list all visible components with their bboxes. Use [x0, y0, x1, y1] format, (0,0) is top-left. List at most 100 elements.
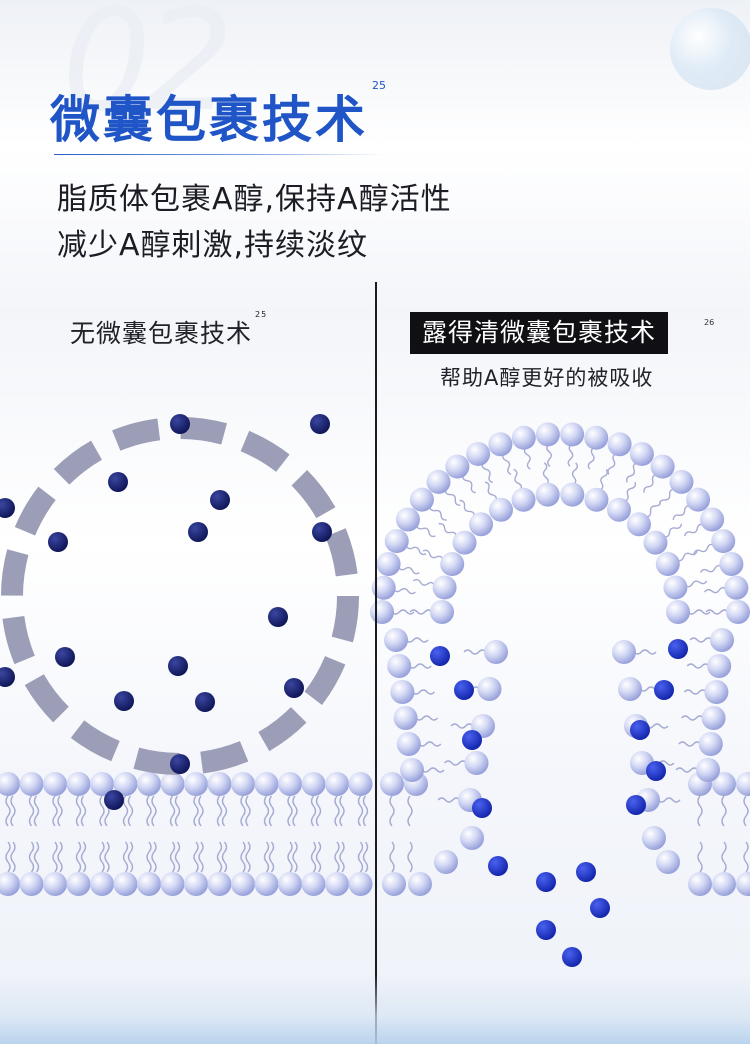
lipid-tail: [28, 795, 35, 827]
lipid-tail: [443, 760, 468, 766]
retinol-molecule: [562, 947, 582, 967]
retinol-molecule: [195, 692, 215, 712]
lipid-head: [666, 600, 690, 624]
lipid-head: [701, 706, 726, 730]
lipid-tail: [362, 795, 369, 827]
lipid-tail: [122, 795, 129, 827]
lipid-tail: [407, 795, 413, 827]
lipid-head: [137, 772, 161, 796]
right-panel-label: 露得清微囊包裹技术: [410, 312, 669, 354]
left-panel-label: 无微囊包裹技术25: [70, 310, 267, 350]
lipid-tail: [104, 841, 110, 873]
lipid-head: [669, 469, 694, 494]
lipid-tail: [292, 795, 298, 827]
lipid-tail: [193, 841, 199, 873]
retinol-molecule: [646, 761, 666, 781]
lipid-head: [707, 654, 732, 678]
lipid-head: [584, 487, 609, 512]
dashed-capsule: [1, 417, 359, 775]
lipid-tail: [689, 637, 713, 643]
lipid-head: [712, 872, 736, 896]
lipid-head: [704, 680, 729, 704]
lipid-tail: [462, 474, 476, 494]
lipid-tail: [567, 443, 574, 467]
lipid-head: [43, 872, 67, 896]
lipid-head: [719, 551, 744, 576]
page-title: 微囊包裹技术25: [50, 79, 386, 152]
lipid-tail: [484, 481, 498, 502]
retinol-molecule: [210, 490, 230, 510]
lipid-tail: [240, 795, 246, 827]
lipid-tail: [437, 797, 461, 803]
lipid-tail: [339, 841, 345, 873]
title-underline: [54, 154, 384, 155]
lipid-head: [19, 772, 44, 796]
lipid-tail: [221, 841, 228, 873]
lipid-head: [278, 772, 302, 796]
lipid-tail: [57, 795, 63, 827]
lipid-tail: [415, 715, 439, 721]
lipid-head: [445, 454, 470, 479]
lipid-head: [113, 772, 138, 796]
lipid-tail: [334, 841, 340, 873]
right-cell-membrane: [380, 772, 750, 896]
lipid-head: [618, 677, 642, 701]
lipid-tail: [675, 767, 699, 773]
lipid-tail: [625, 462, 638, 483]
lipid-tail: [310, 795, 317, 827]
retinol-molecules-right: [430, 639, 688, 967]
retinol-molecule: [472, 798, 492, 818]
lipid-head: [712, 772, 736, 796]
retinol-molecule: [536, 920, 556, 940]
lipid-tail: [421, 767, 445, 773]
lipid-tail: [697, 795, 703, 827]
retinol-molecule: [55, 647, 75, 667]
lipid-head: [535, 422, 560, 447]
lipid-tail: [405, 637, 429, 643]
lipid-tail: [315, 841, 322, 873]
lipid-tail: [633, 649, 657, 655]
lipid-tail: [216, 841, 223, 873]
lipid-tail: [408, 663, 432, 669]
lipid-tail: [693, 543, 715, 555]
retinol-molecule: [188, 522, 208, 542]
retinol-molecule: [462, 730, 482, 750]
lipid-tail: [33, 841, 40, 873]
lipid-head: [66, 872, 91, 896]
lipid-tail: [422, 549, 444, 561]
lipid-tail: [676, 550, 698, 562]
lipid-tail: [263, 795, 270, 827]
lipid-tail: [513, 468, 523, 491]
retinol-molecule: [590, 898, 610, 918]
lipid-tail: [80, 841, 87, 873]
lipid-tail: [57, 841, 63, 873]
left-cell-membrane: [0, 772, 373, 896]
lipid-head: [724, 575, 749, 600]
liposome-vesicle: [370, 422, 750, 874]
lipid-head: [19, 872, 44, 896]
lipid-tail: [10, 841, 16, 873]
lipid-tail: [315, 795, 322, 827]
retinol-molecule: [170, 754, 190, 774]
lipid-head: [626, 512, 651, 537]
retinol-molecule: [630, 720, 650, 740]
lipid-tail: [687, 609, 711, 615]
lipid-tail: [357, 841, 364, 873]
lipid-head: [560, 482, 585, 507]
lipid-tail: [287, 795, 293, 827]
lipid-tail: [444, 489, 461, 506]
lipid-head: [584, 425, 609, 450]
lipid-head: [0, 772, 20, 796]
lipid-head: [440, 552, 465, 577]
lipid-tail: [415, 524, 436, 538]
lipid-tail: [392, 587, 416, 595]
retinol-molecule: [312, 522, 332, 542]
lipid-tail: [146, 795, 152, 827]
left-label-footnote: 25: [255, 310, 268, 319]
retinol-molecule: [654, 680, 674, 700]
retinol-molecule: [114, 691, 134, 711]
right-label-footnote: 26: [704, 318, 715, 327]
lipid-head: [452, 530, 477, 555]
lipid-tail: [362, 841, 369, 873]
